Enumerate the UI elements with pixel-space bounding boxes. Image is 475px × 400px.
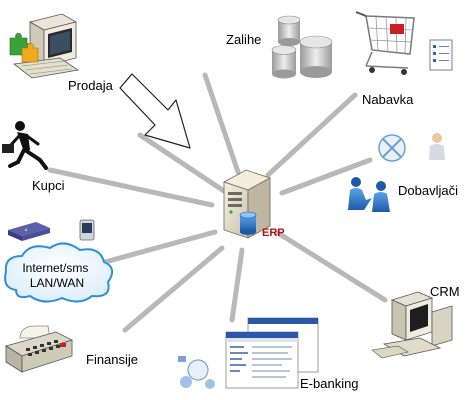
- spoke-ebanking: [229, 247, 245, 323]
- label-internet: Internet/sms LAN/WAN: [22, 261, 91, 290]
- erp-label: ERP: [262, 227, 285, 239]
- label-crm: CRM: [430, 284, 460, 299]
- person-icon: [429, 133, 445, 160]
- spoke-zalihe: [202, 72, 241, 175]
- cloud-network-icon: [4, 242, 114, 303]
- label-nabavka: Nabavka: [362, 92, 414, 107]
- spoke-nabavka: [265, 92, 358, 178]
- database-stack-icon: [271, 15, 333, 79]
- label-internet-line1: Internet/sms: [22, 261, 88, 275]
- spoke-dobavljaci: [279, 157, 373, 196]
- checklist-icon: [429, 39, 453, 71]
- network-devices-icon: [178, 356, 215, 389]
- spoke-internet: [102, 229, 218, 265]
- erp-database-icon: [239, 211, 257, 235]
- label-zalihe: Zalihe: [226, 32, 261, 47]
- label-kupci: Kupci: [32, 178, 65, 193]
- shopping-cart-icon: [355, 11, 415, 75]
- flow-arrow: [119, 73, 191, 149]
- crt-computer-icon: [371, 291, 453, 359]
- network-node-icon: [378, 134, 406, 162]
- browser-windows-icon: [225, 317, 319, 389]
- running-person-icon: [2, 121, 48, 170]
- spoke-finansije: [122, 245, 225, 333]
- pda-icon: [79, 219, 95, 241]
- calculator-icon: [5, 325, 74, 373]
- desktop-computer-icon: [9, 13, 80, 79]
- label-finansije: Finansije: [86, 352, 138, 367]
- label-ebanking: E-banking: [300, 376, 359, 391]
- spoke-kupci: [47, 167, 215, 208]
- spoke-crm: [275, 230, 388, 303]
- erp-server-icon: [223, 169, 271, 239]
- router-icon: [8, 222, 50, 241]
- handshake-people-icon: [348, 177, 390, 212]
- spoke-lines: [47, 72, 388, 333]
- label-prodaja: Prodaja: [68, 78, 114, 93]
- label-internet-line2: LAN/WAN: [30, 276, 84, 290]
- spoke-prodaja: [137, 132, 233, 198]
- label-dobavljaci: Dobavljači: [398, 183, 458, 198]
